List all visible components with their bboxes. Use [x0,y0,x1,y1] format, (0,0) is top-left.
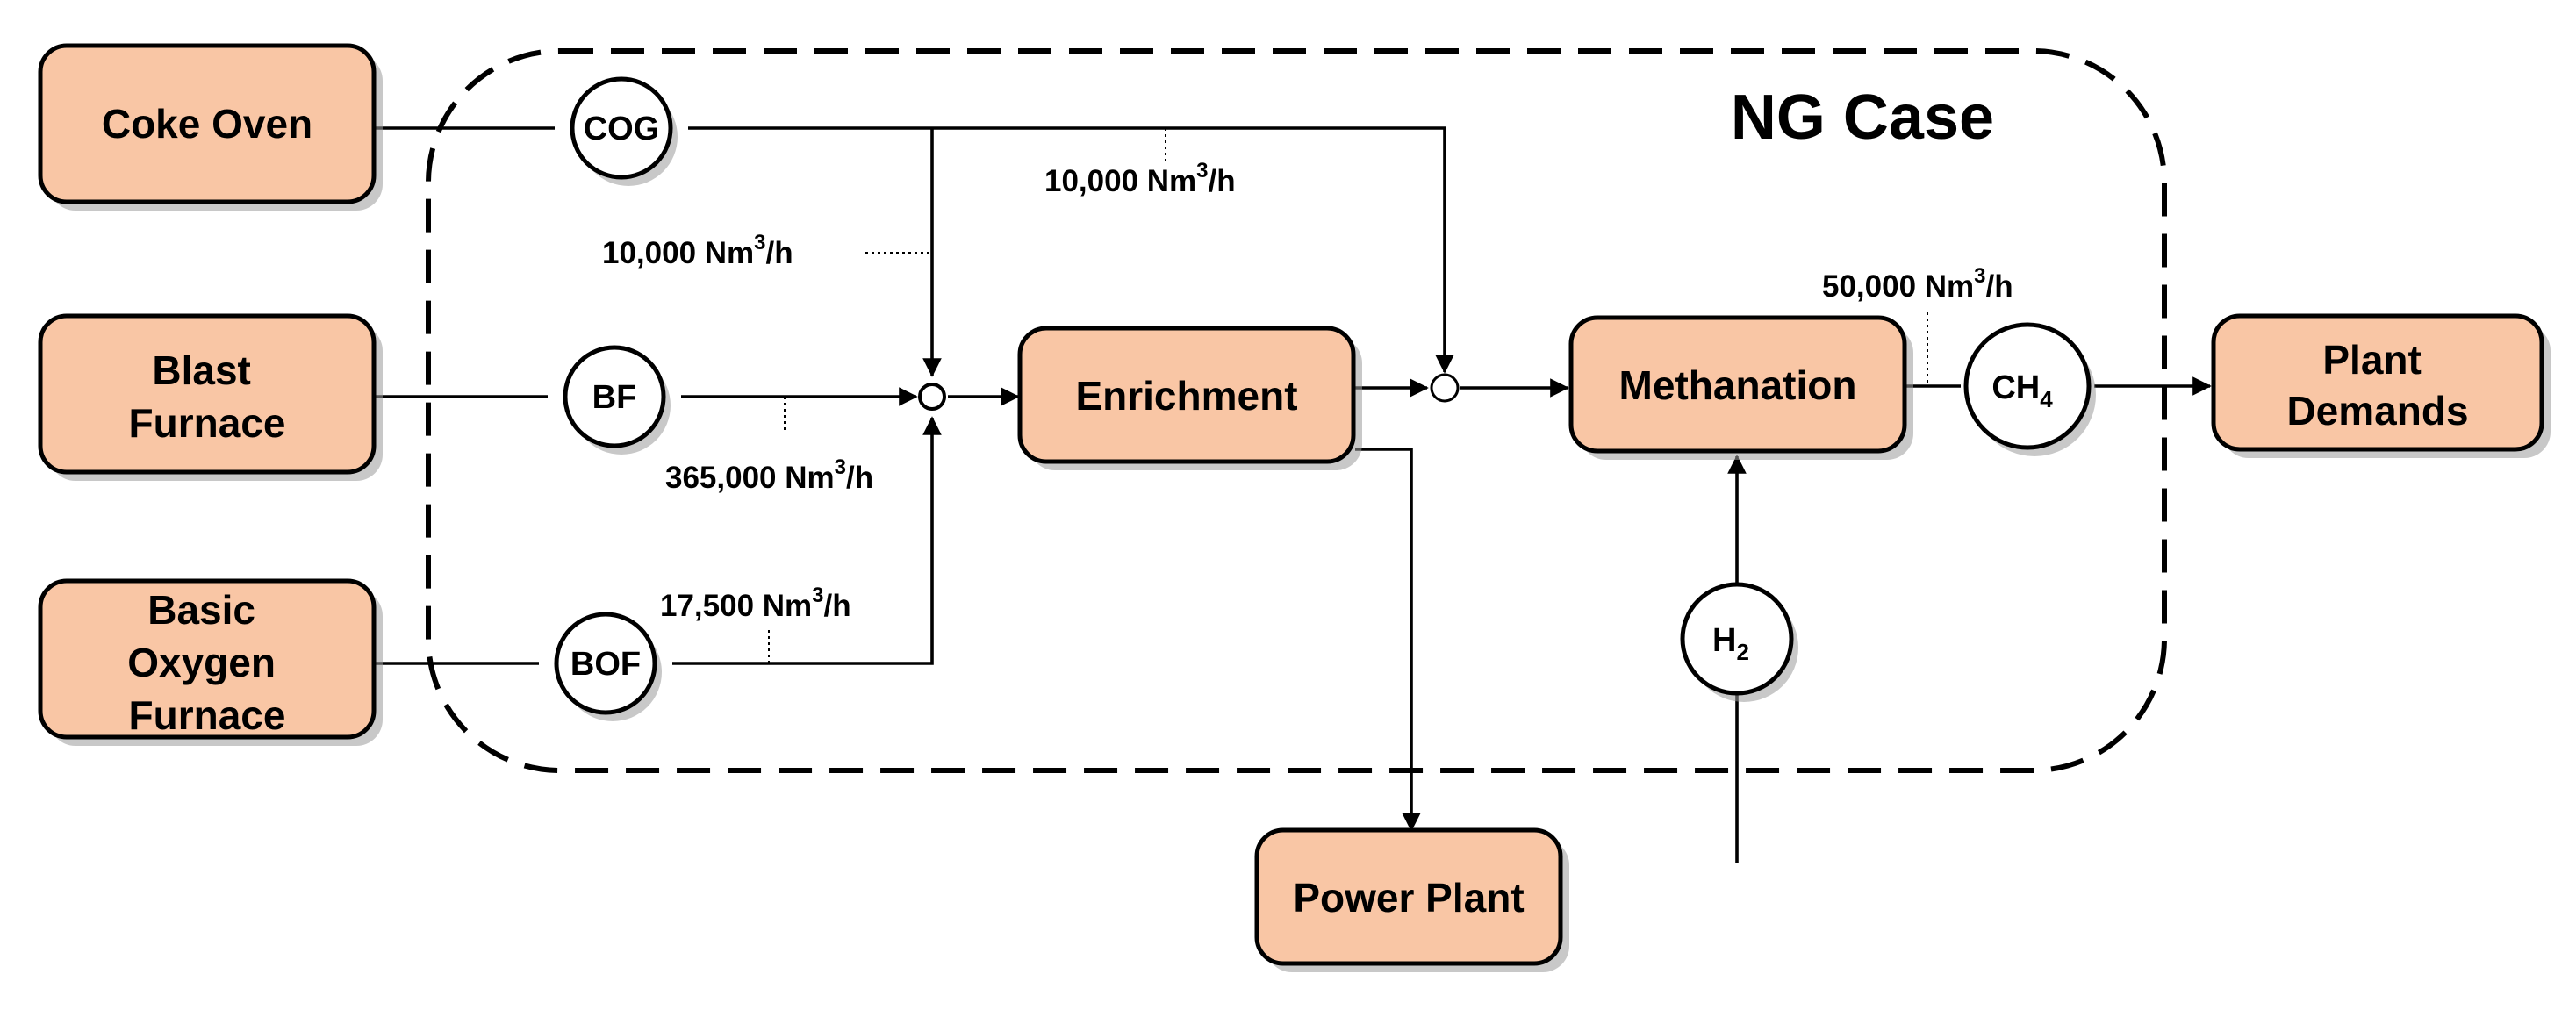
flow-cog-enrich-sup: 3 [754,231,765,254]
blast-furnace-box: Blast Furnace [38,313,383,481]
flow-label-cog-to-enrichment: 10,000 Nm3/h [602,231,793,270]
flow-bf-value: 365,000 Nm [665,461,835,495]
basic-oxygen-furnace-box: Basic Oxygen Furnace [38,578,383,746]
plant-demands-label-line1: Plant [2322,337,2421,383]
cog-label: COG [584,111,660,147]
methanation-box: Methanation [1568,315,1913,460]
bof-to-mixer-line [672,416,942,665]
power-plant-label: Power Plant [1293,875,1524,920]
blast-furnace-label: Blast Furnace [129,347,286,446]
flow-cog-enrich-value: 10,000 Nm [602,236,754,270]
ch4-node: CH4 [1963,322,2096,456]
flow-bf-unit: /h [846,461,873,495]
flow-label-bof: 17,500 Nm3/h [660,584,851,623]
bof-source-label-line1: Basic [147,587,255,633]
power-plant-box: Power Plant [1254,827,1569,972]
flow-cog-enrich-unit: /h [766,236,793,270]
ch4-label: CH4 [1991,369,2053,412]
enrichment-label: Enrichment [1075,373,1297,419]
junction-node [1430,373,1460,403]
flow-label-bf: 365,000 Nm3/h [665,455,873,495]
h2-label-base: H [1712,622,1736,659]
flow-label-ch4-out: 50,000 Nm3/h [1822,264,2013,304]
methanation-label: Methanation [1619,362,1857,408]
basic-oxygen-furnace-label: Basic Oxygen Furnace [127,587,287,738]
flow-bf-sup: 3 [835,455,846,479]
mixer-node [918,383,946,411]
coke-oven-box: Coke Oven [38,43,383,211]
flow-bof-unit: /h [824,589,851,623]
cog-node: COG [570,76,678,186]
plant-demands-label-line2: Demands [2286,388,2468,433]
flow-ch4-sup: 3 [1974,264,1985,288]
blast-furnace-label-line2: Furnace [129,400,286,446]
flow-label-cog-bypass: 10,000 Nm3/h [1044,159,1236,198]
flow-cog-bypass-unit: /h [1209,164,1236,198]
h2-node: H2 [1680,582,1798,702]
flow-ch4-value: 50,000 Nm [1822,269,1974,304]
enrichment-to-power-plant-line [1355,448,1421,832]
h2-label: H2 [1712,622,1749,665]
flow-label-leaders [768,128,1928,663]
flow-ch4-unit: /h [1986,269,2013,304]
plant-demands-label: Plant Demands [2286,337,2468,433]
bf-label: BF [592,379,637,416]
cog-bypass-line [688,126,1454,374]
coke-oven-label: Coke Oven [102,101,312,147]
bof-source-label-line2: Oxygen [127,640,276,685]
bof-label: BOF [570,646,641,683]
h2-label-sub: 2 [1736,639,1748,665]
ng-case-boundary [426,48,2167,773]
blast-furnace-label-line1: Blast [152,347,250,393]
enrichment-box: Enrichment [1017,326,1362,470]
plant-demands-box: Plant Demands [2211,313,2551,458]
flow-bof-value: 17,500 Nm [660,589,812,623]
ng-case-title: NG Case [1731,82,1994,153]
ch4-label-base: CH [1991,369,2040,406]
bof-node: BOF [554,612,662,721]
flow-cog-bypass-sup: 3 [1196,159,1208,183]
ch4-label-sub: 4 [2040,386,2053,412]
bof-source-label-line3: Furnace [129,692,286,738]
flow-bof-sup: 3 [812,584,823,607]
bf-node: BF [563,345,671,455]
flow-cog-bypass-value: 10,000 Nm [1044,164,1196,198]
